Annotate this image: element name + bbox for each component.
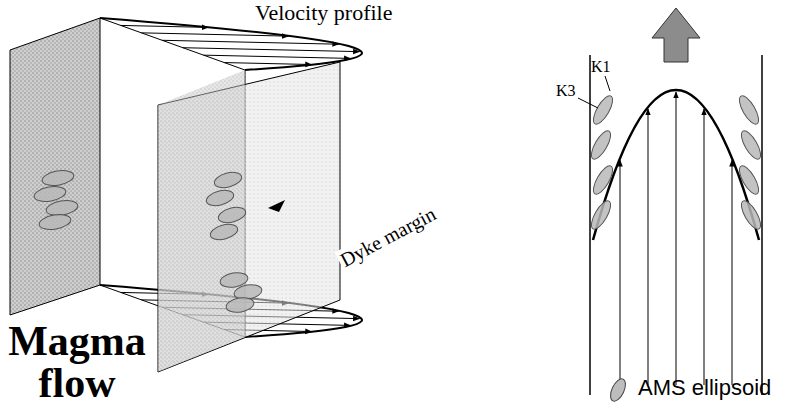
flow-direction-arrow: [652, 8, 700, 62]
velocity-arrow: [204, 55, 351, 58]
velocity-arrow: [704, 109, 705, 385]
ams-ellipsoid: [590, 163, 616, 197]
velocity-arrow: [183, 48, 360, 52]
ams-ellipsoid: [588, 128, 614, 162]
axis-label: K1: [591, 58, 611, 76]
title-label: Magma flow: [2, 320, 152, 404]
ams-ellipsoid: [217, 205, 248, 226]
ams-ellipsoid: [225, 296, 255, 315]
profile-curve: [100, 18, 362, 70]
ams-ellipsoid: [205, 188, 236, 209]
velocity-arrow: [620, 160, 621, 385]
ams-ellipsoid: [738, 128, 764, 162]
dyke-wall: [761, 55, 763, 395]
front-dyke-margin: [158, 62, 340, 372]
velocity-arrow: [121, 25, 208, 27]
velocity-profile: [100, 18, 362, 70]
ams-ellipsoid: [588, 198, 614, 232]
velocity-arrow: [141, 33, 288, 36]
leader-line: [605, 76, 610, 91]
dyke-wall: [589, 55, 591, 395]
profile-base: [100, 18, 245, 70]
legend-swatch: [607, 377, 628, 404]
ams-ellipsoid: [209, 222, 240, 243]
velocity-arrow: [732, 160, 733, 385]
axis-label: K3: [556, 82, 576, 100]
velocity-arrow: [676, 92, 677, 385]
legend-text: AMS ellipsoid: [638, 376, 771, 400]
ams-ellipsoid: [590, 93, 616, 127]
profile-label: Velocity profile: [255, 1, 392, 25]
margin-label: Dyke margin: [335, 202, 441, 272]
ams-ellipsoid: [213, 170, 244, 191]
velocity-arrow: [162, 40, 339, 44]
ams-ellipsoid: [38, 212, 72, 231]
back-dyke-margin: [10, 18, 100, 315]
ams-ellipsoid: [738, 198, 764, 232]
ams-ellipsoid: [736, 93, 762, 127]
ams-ellipsoid: [41, 168, 75, 187]
ams-ellipsoid: [736, 163, 762, 197]
velocity-arrow: [648, 109, 649, 385]
flow-arrowhead: [268, 200, 285, 212]
velocity-arrow: [224, 63, 311, 65]
leader-line: [578, 98, 598, 108]
